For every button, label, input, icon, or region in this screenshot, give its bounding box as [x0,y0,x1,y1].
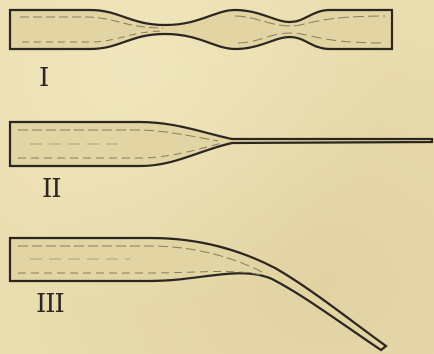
tube-drawing-1 [10,10,392,49]
label-tube-1: I [39,65,48,91]
tube-drawing-2 [10,122,432,166]
tube-drawing-3 [10,238,386,350]
label-tube-3: III [36,291,64,317]
label-tube-2: II [42,176,61,202]
